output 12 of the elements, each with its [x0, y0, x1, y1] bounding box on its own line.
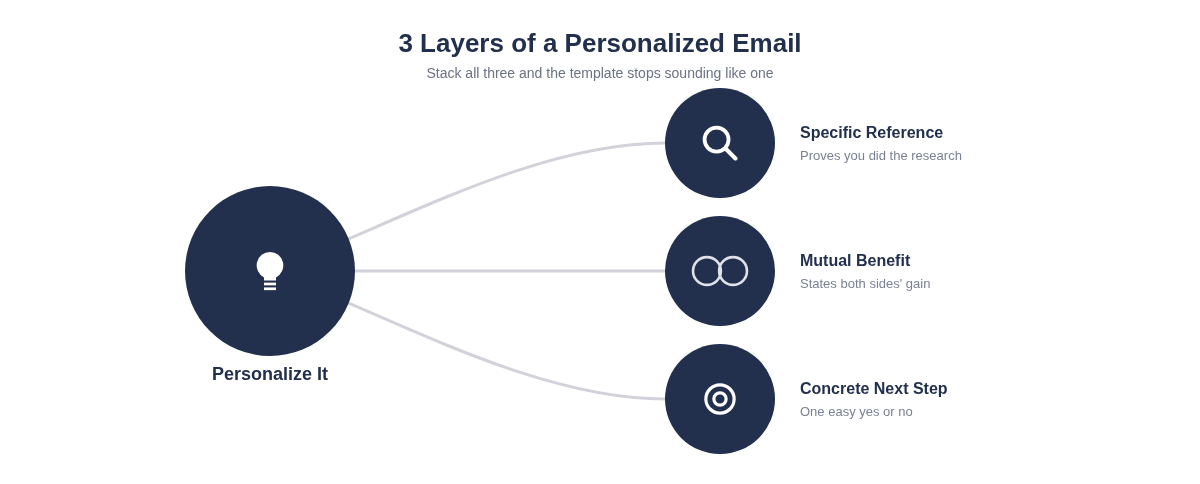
- connector-line: [347, 141, 667, 241]
- connector-line: [353, 269, 667, 273]
- node-label: Personalize It: [211, 363, 328, 385]
- node-description: States both sides' gain: [800, 274, 931, 292]
- title: 3 Layers of a Personalized Email: [398, 27, 802, 59]
- node-title: Mutual Benefit: [800, 250, 911, 271]
- node-description: One easy yes or no: [800, 402, 913, 420]
- node-title: Concrete Next Step: [800, 378, 948, 399]
- connector-line: [347, 301, 667, 401]
- node-description: Proves you did the research: [800, 146, 962, 164]
- subtitle: Stack all three and the template stops sounding like one: [426, 64, 774, 82]
- node-title: Specific Reference: [800, 122, 944, 143]
